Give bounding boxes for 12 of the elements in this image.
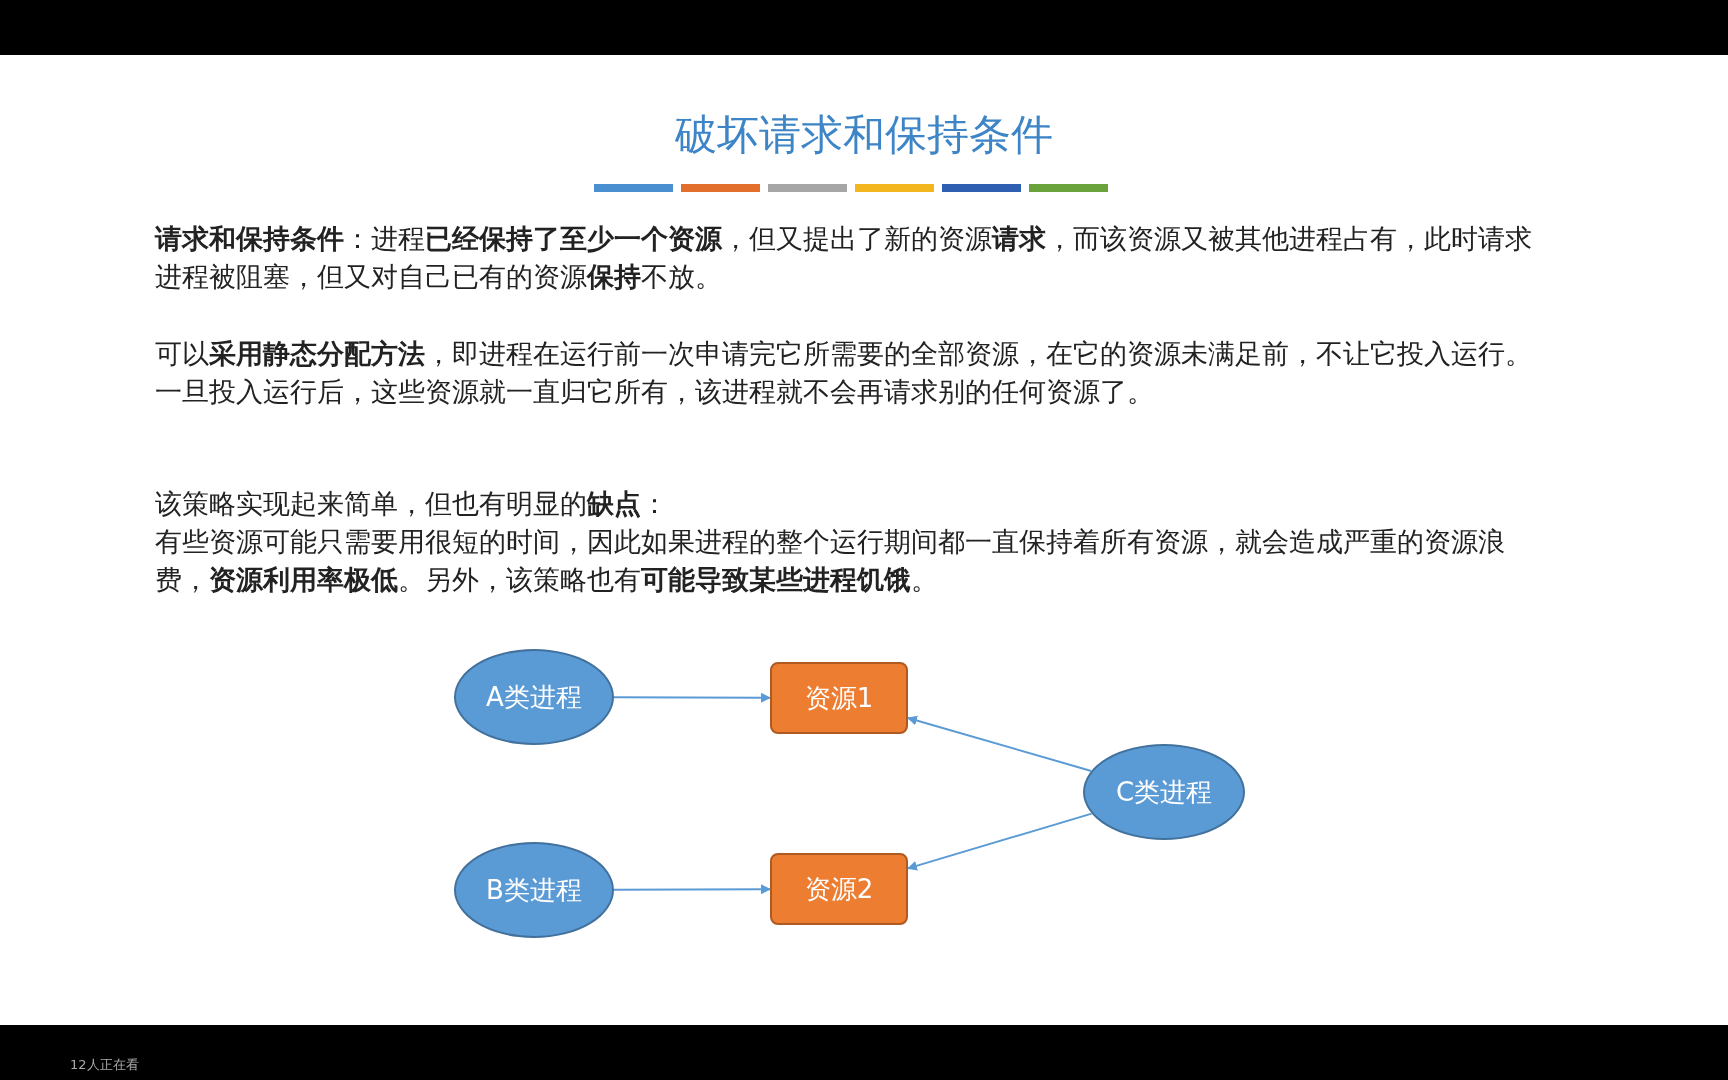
resource-box: 资源1 (770, 662, 908, 734)
slide-title: 破坏请求和保持条件 (674, 109, 1054, 161)
arrow (613, 884, 771, 895)
arrow (907, 812, 1093, 871)
paragraph-text: 有些资源可能只需要用很短的时间，因此如果进程的整个运行期间都一直保持着所有资源，就会造成严重的资源浪费，资源利用率极低。另外，该策略也有可能导致某些进程饥饿。 (155, 525, 1506, 597)
paragraph-text: 该策略实现起来简单，但也有明显的缺点： (155, 487, 669, 521)
arrow (907, 715, 1093, 772)
resource-box: 资源2 (770, 853, 908, 925)
paragraph-text: 请求和保持条件：进程已经保持了至少一个资源，但又提出了新的资源请求，而该资源又被其他进程占有，此时请求进程被阻塞，但又对自己已有的资源保持不放。 (155, 222, 1533, 294)
viewer-count-text: 12人正在看 (70, 1056, 139, 1074)
paragraph-text: 可以采用静态分配方法，即进程在运行前一次申请完它所需要的全部资源，在它的资源未满足前，不让它投入运行。一旦投入运行后，这些资源就一直归它所有，该进程就不会再请求别的任何资源了。 (155, 337, 1533, 409)
arrow (613, 692, 771, 703)
